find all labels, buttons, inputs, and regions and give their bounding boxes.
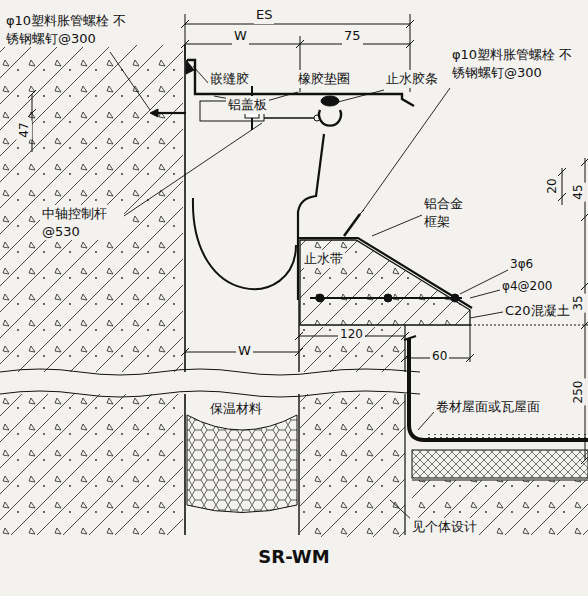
part-label: 橡胶垫圈 <box>296 70 352 88</box>
dimension: W <box>236 342 253 360</box>
dimension: 47 <box>16 120 32 139</box>
anchor-note: φ10塑料胀管螺栓 不锈钢螺钉@300 <box>450 46 584 81</box>
material-label: 卷材屋面或瓦屋面 <box>434 398 542 416</box>
part-label: 嵌缝胶 <box>208 70 251 88</box>
dimension: 60 <box>430 348 449 364</box>
dimension: ES <box>254 6 274 24</box>
part-label: 铝合金 框架 <box>422 195 476 230</box>
dimension: 250 <box>570 379 586 406</box>
part-label: 止水胶条 <box>384 70 440 88</box>
dimension: 45 <box>570 182 586 201</box>
part-label: 止水带 <box>302 250 345 268</box>
rebar-note: φ4@200 <box>500 278 554 294</box>
dimension: 35 <box>570 293 586 312</box>
note: 见个体设计 <box>410 518 479 536</box>
material-label: 保温材料 <box>208 400 264 418</box>
anchor-note: φ10塑料胀管螺栓 不锈钢螺钉@300 <box>4 12 133 47</box>
material-label: C20混凝土 <box>503 302 572 320</box>
dimension: 75 <box>342 27 363 45</box>
dimension: 120 <box>338 326 365 342</box>
part-label: 中轴控制杆 @530 <box>40 205 124 240</box>
part-label: 铝盖板 <box>226 96 269 114</box>
dimension: 20 <box>544 176 560 195</box>
dimension: W <box>232 27 249 45</box>
rebar-note: 3φ6 <box>508 256 535 272</box>
figure-caption: SR-WM <box>258 546 329 567</box>
